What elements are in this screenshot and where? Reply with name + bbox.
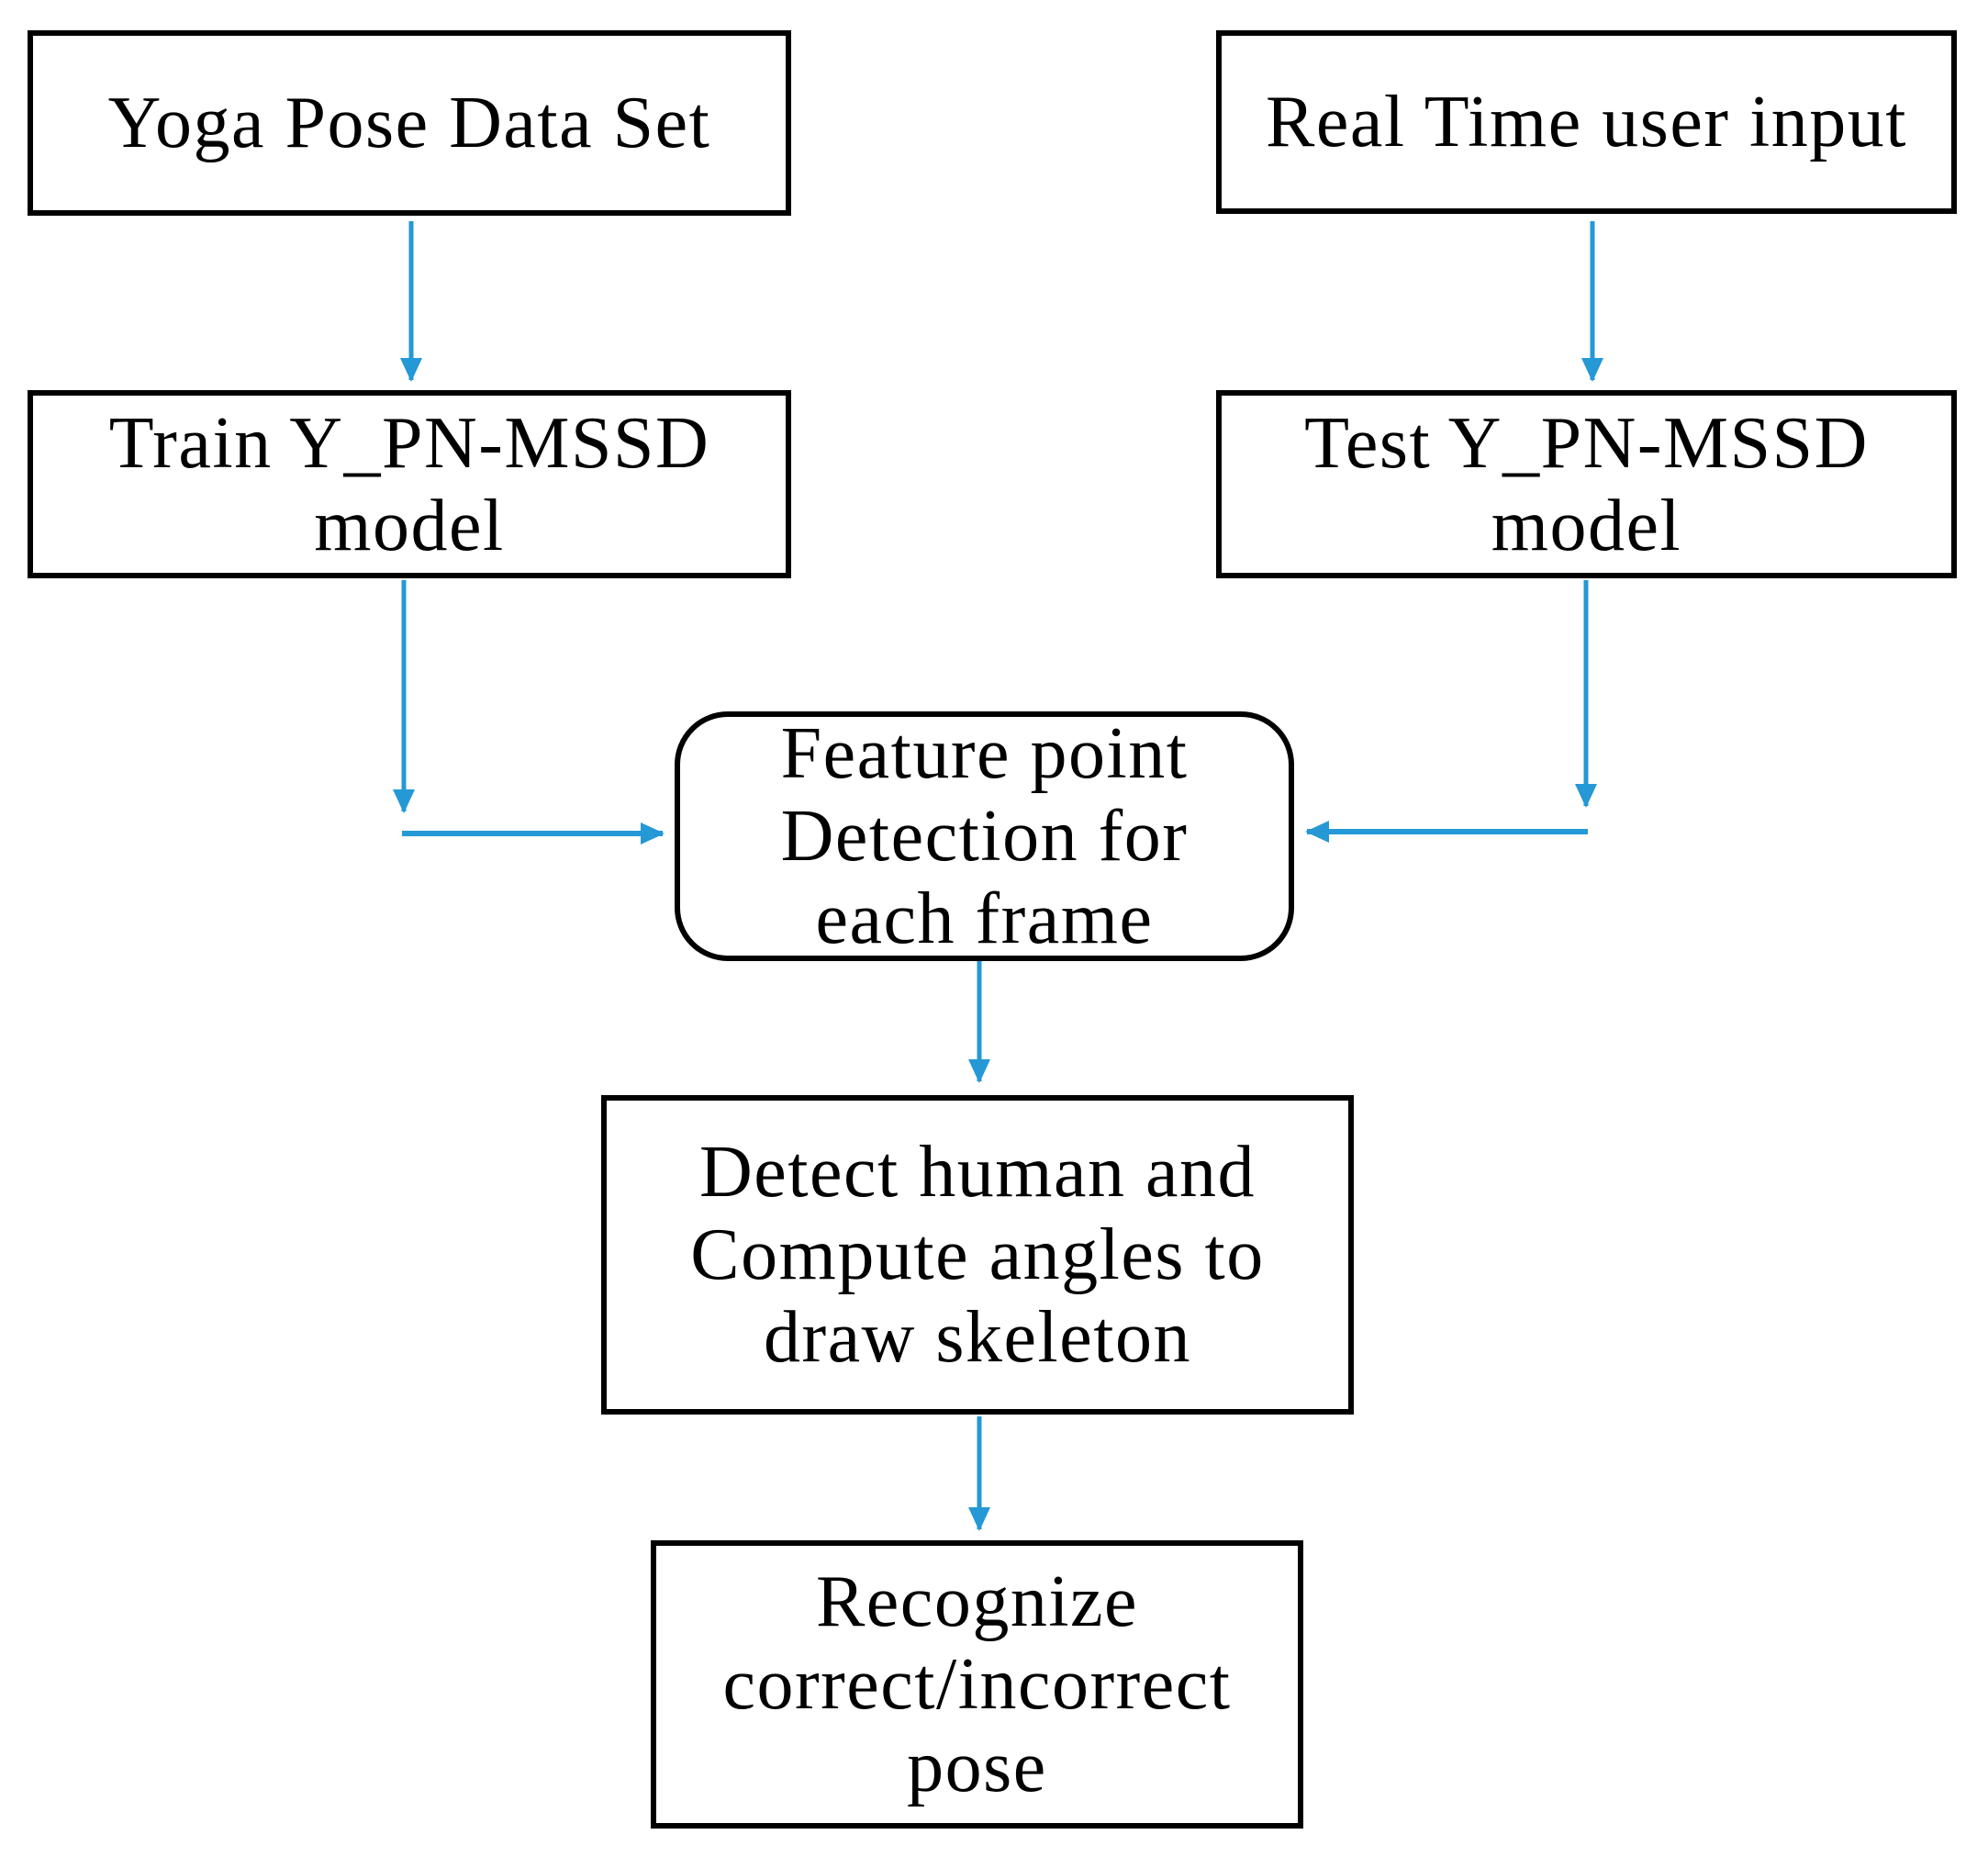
node-real-time-user-input: Real Time user input xyxy=(1216,30,1957,214)
node-label-line: draw skeleton xyxy=(763,1297,1192,1378)
node-label-line: correct/incorrect xyxy=(722,1644,1232,1725)
node-label-line: Feature point xyxy=(780,713,1189,794)
node-detect-human-compute-angles: Detect human and Compute angles to draw … xyxy=(601,1095,1354,1415)
node-label-line: Yoga Pose Data Set xyxy=(107,83,711,163)
node-yoga-pose-data-set: Yoga Pose Data Set xyxy=(28,30,791,216)
node-test-model: Test Y_PN-MSSD model xyxy=(1216,390,1957,578)
node-label-line: pose xyxy=(907,1727,1047,1807)
node-train-model: Train Y_PN-MSSD model xyxy=(28,390,791,578)
node-label-line: Train Y_PN-MSSD xyxy=(108,402,710,484)
node-label-line: Detection for xyxy=(780,796,1189,877)
node-label-line: Test Y_PN-MSSD xyxy=(1304,402,1869,484)
node-label-line: model xyxy=(1491,485,1682,566)
node-recognize-pose: Recognize correct/incorrect pose xyxy=(651,1540,1303,1829)
node-label-line: Compute angles to xyxy=(690,1214,1265,1295)
node-label-line: Detect human and xyxy=(699,1132,1256,1213)
node-label-line: Recognize xyxy=(815,1561,1139,1642)
node-feature-point-detection: Feature point Detection for each frame xyxy=(675,711,1294,961)
node-label-line: model xyxy=(314,485,505,566)
node-label-line: Real Time user input xyxy=(1266,82,1907,162)
node-label-line: each frame xyxy=(815,878,1154,959)
